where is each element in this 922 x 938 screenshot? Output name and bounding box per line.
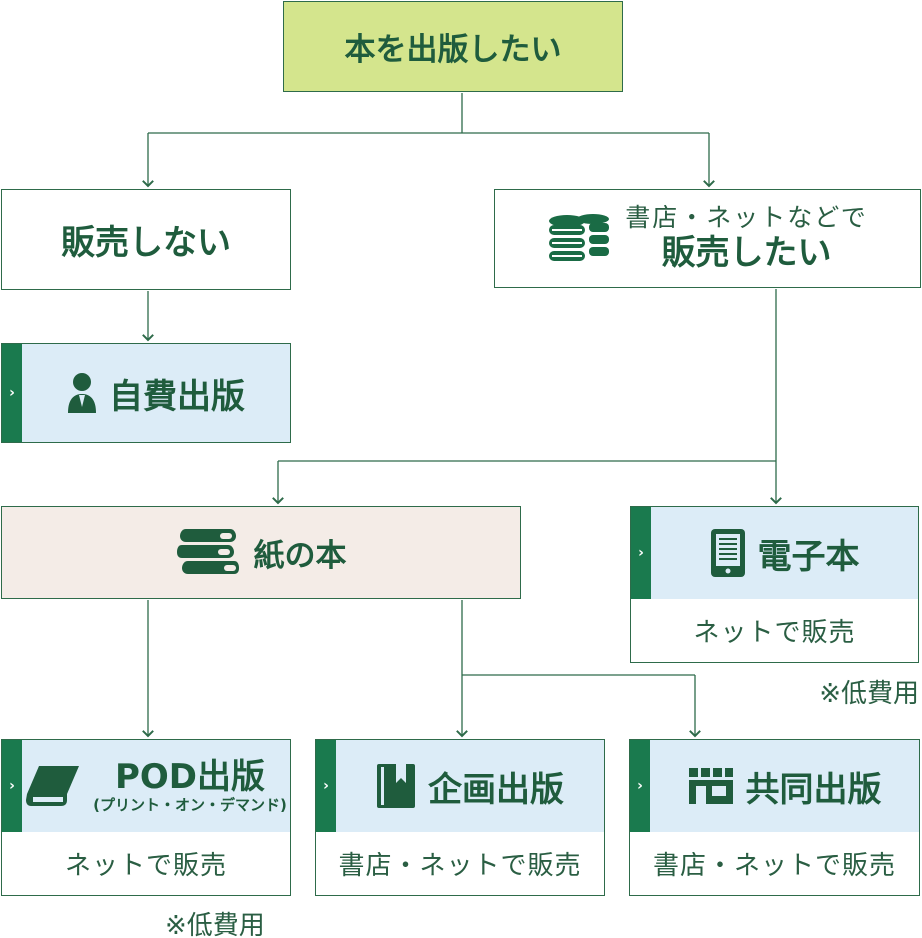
chevron-right-icon: › bbox=[631, 507, 651, 599]
pod-header: › POD出版 (プリント・オン・デマンド) bbox=[2, 740, 290, 832]
book-icon bbox=[25, 764, 81, 808]
line-paper-branch bbox=[461, 600, 695, 676]
ebook-card[interactable]: › 電子本 ネットで販売 bbox=[630, 506, 919, 663]
planned-publishing-card[interactable]: › 企画出版 書店・ネットで販売 bbox=[315, 739, 605, 896]
sell-line1: 書店・ネットなどで bbox=[625, 203, 868, 233]
no-sell-label: 販売しない bbox=[61, 223, 231, 263]
ebook-header: › 電子本 bbox=[631, 507, 918, 599]
line-root-branch bbox=[148, 93, 709, 134]
ebook-sales: ネットで販売 bbox=[693, 618, 856, 648]
chevron-right-icon: › bbox=[316, 740, 336, 832]
chevron-right-icon: › bbox=[2, 740, 22, 832]
no-sell-node: 販売しない bbox=[1, 189, 291, 290]
joint-sales: 書店・ネットで販売 bbox=[652, 851, 896, 881]
tablet-icon bbox=[710, 528, 746, 578]
person-icon bbox=[67, 372, 97, 414]
chevron-right-icon: › bbox=[2, 344, 22, 442]
joint-label: 共同出版 bbox=[745, 769, 882, 810]
sell-node: 書店・ネットなどで 販売したい bbox=[494, 189, 921, 288]
books-stack-icon bbox=[176, 527, 240, 579]
sell-line2: 販売したい bbox=[661, 233, 832, 274]
ebook-label: 電子本 bbox=[757, 536, 860, 577]
ebook-low-cost-note: ※低費用 bbox=[819, 679, 919, 709]
pod-label: POD出版 bbox=[114, 756, 266, 797]
pod-low-cost-note: ※低費用 bbox=[165, 911, 265, 938]
chevron-right-icon: › bbox=[630, 740, 650, 832]
self-publish-label: 自費出版 bbox=[109, 376, 245, 417]
pod-subtitle: (プリント・オン・デマンド) bbox=[93, 795, 287, 814]
planned-label: 企画出版 bbox=[428, 769, 564, 810]
root-label: 本を出版したい bbox=[344, 32, 562, 68]
coins-icon bbox=[547, 211, 611, 267]
joint-header: › 共同出版 bbox=[630, 740, 919, 832]
paper-book-node: 紙の本 bbox=[1, 506, 521, 599]
bookmark-book-icon bbox=[376, 763, 416, 809]
line-sell-branch bbox=[278, 289, 777, 462]
pod-sales: ネットで販売 bbox=[64, 851, 227, 881]
storefront-icon bbox=[688, 767, 734, 805]
self-publish-header: › 自費出版 bbox=[2, 344, 290, 442]
paper-book-label: 紙の本 bbox=[253, 538, 347, 574]
joint-publishing-card[interactable]: › 共同出版 書店・ネットで販売 bbox=[629, 739, 920, 896]
pod-card[interactable]: › POD出版 (プリント・オン・デマンド) ネットで販売 bbox=[1, 739, 291, 896]
root-node: 本を出版したい bbox=[283, 1, 623, 92]
planned-sales: 書店・ネットで販売 bbox=[338, 851, 582, 881]
self-publish-card[interactable]: › 自費出版 bbox=[1, 343, 291, 443]
planned-header: › 企画出版 bbox=[316, 740, 604, 832]
